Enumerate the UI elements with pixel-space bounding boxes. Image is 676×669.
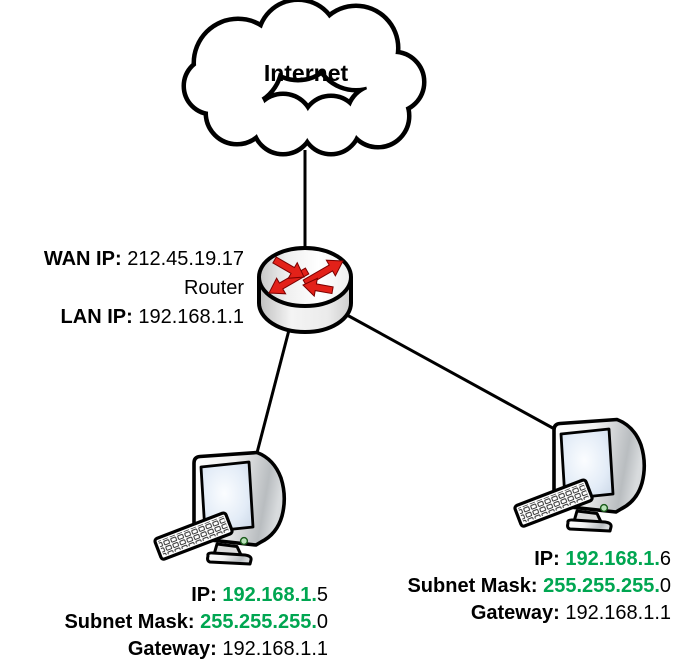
internet-label: Internet (263, 60, 349, 86)
mask-label: Subnet Mask: (64, 611, 195, 633)
crossed-arrows-icon (268, 256, 344, 298)
pc1-gateway-line: Gateway:192.168.1.1 (64, 636, 328, 663)
lan-ip-value: 192.168.1.1 (138, 306, 244, 328)
router-to-pc2-line (346, 313, 561, 434)
ip-label: IP: (191, 584, 217, 606)
gateway-value: 192.168.1.1 (565, 602, 671, 624)
router-to-pc1-line (250, 329, 291, 473)
pc2-icon (512, 417, 647, 533)
mask-prefix: 255.255.255. (543, 575, 660, 597)
mask-suffix: 0 (316, 611, 328, 633)
router-info: WAN IP:212.45.19.17 Router LAN IP:192.16… (44, 245, 244, 332)
ip-suffix: 5 (316, 584, 328, 606)
router-icon (257, 246, 353, 334)
pc1-ip-line: IP:192.168.1.5 (64, 582, 328, 609)
pc2-mask-line: Subnet Mask:255.255.255.0 (407, 573, 671, 600)
ip-prefix: 192.168.1. (222, 584, 317, 606)
internet-cloud-icon (181, 0, 427, 157)
ip-prefix: 192.168.1. (565, 548, 660, 570)
wan-ip-label: WAN IP: (43, 248, 122, 270)
mask-suffix: 0 (659, 575, 671, 597)
mask-prefix: 255.255.255. (200, 611, 317, 633)
wan-ip-value: 212.45.19.17 (127, 248, 244, 270)
router-name: Router (183, 277, 244, 299)
gateway-label: Gateway: (470, 602, 560, 624)
pc2-gateway-line: Gateway:192.168.1.1 (407, 600, 671, 627)
pc1-icon (152, 450, 287, 566)
mask-label: Subnet Mask: (407, 575, 538, 597)
pc2-info: IP:192.168.1.6 Subnet Mask:255.255.255.0… (407, 546, 671, 627)
ip-suffix: 6 (659, 548, 671, 570)
router-wan-line: WAN IP:212.45.19.17 (44, 245, 244, 274)
pc1-info: IP:192.168.1.5 Subnet Mask:255.255.255.0… (64, 582, 328, 663)
pc1-mask-line: Subnet Mask:255.255.255.0 (64, 609, 328, 636)
gateway-value: 192.168.1.1 (222, 638, 328, 660)
router-lan-line: LAN IP:192.168.1.1 (44, 303, 244, 332)
gateway-label: Gateway: (127, 638, 217, 660)
pc2-ip-line: IP:192.168.1.6 (407, 546, 671, 573)
lan-ip-label: LAN IP: (60, 306, 133, 328)
ip-label: IP: (534, 548, 560, 570)
